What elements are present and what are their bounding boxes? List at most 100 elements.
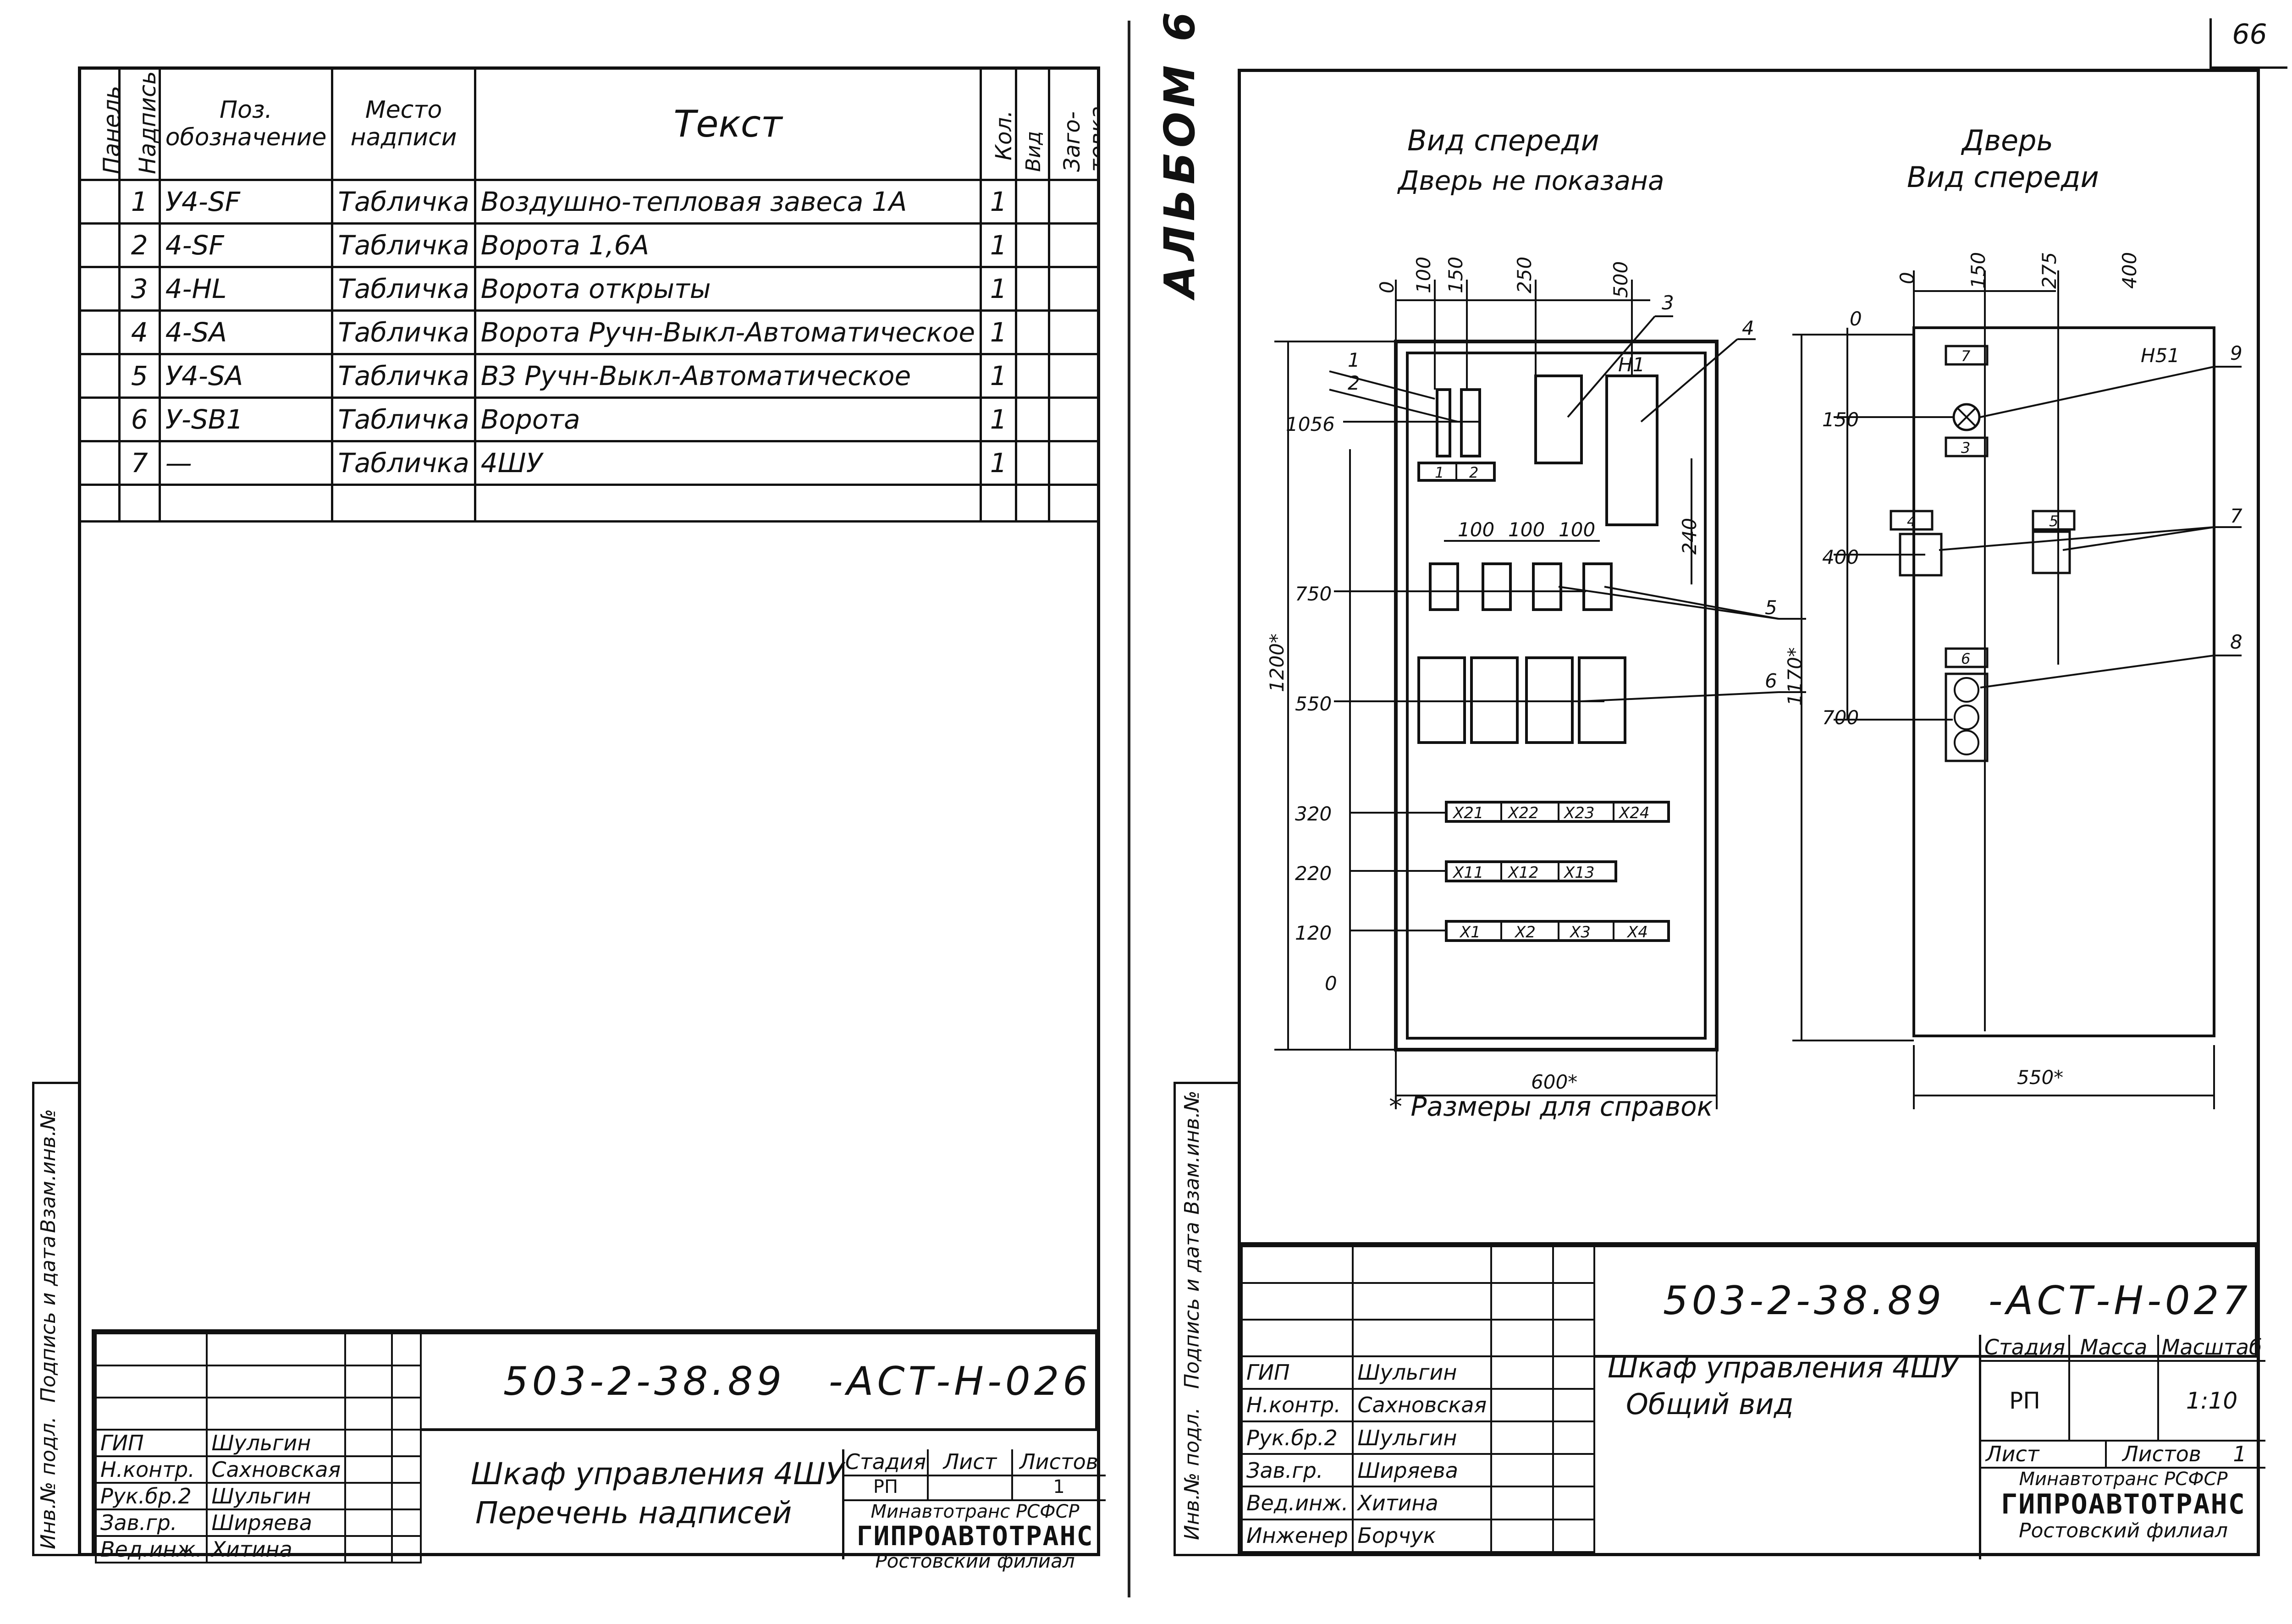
term-x2: Х2 bbox=[1514, 923, 1536, 941]
col-blank: Заго- товка bbox=[1047, 66, 1101, 181]
row-position: 4-SA bbox=[158, 309, 334, 355]
left-doc-code: 503-2-38.89 bbox=[503, 1358, 786, 1404]
dim-220: 220 bbox=[1295, 862, 1332, 885]
signer-role: Н.контр. bbox=[1240, 1387, 1354, 1422]
row-qty: 1 bbox=[980, 222, 1018, 268]
term-x24: Х24 bbox=[1618, 804, 1650, 822]
signer-name: Сахновская bbox=[1352, 1387, 1493, 1422]
relay-c bbox=[1525, 656, 1574, 744]
left-inv-vzam: Взам.инв.№ bbox=[37, 1109, 60, 1233]
signer-role: Зав.гр. bbox=[94, 1508, 208, 1537]
row-place: Табличка bbox=[331, 396, 476, 442]
callout-2: 2 bbox=[1348, 372, 1360, 394]
callout-7: 7 bbox=[2230, 505, 2242, 527]
row-place: Табличка bbox=[331, 440, 476, 486]
row-position: У4-SF bbox=[158, 179, 334, 225]
signer-name: Шульгин bbox=[1352, 1355, 1493, 1390]
lamp-h51 bbox=[1952, 403, 1981, 431]
dim-550: 550* bbox=[2017, 1066, 2063, 1089]
row-number: 1 bbox=[118, 179, 161, 225]
album-label: АЛЬБОМ 6 bbox=[1155, 7, 1204, 298]
term-x11: Х11 bbox=[1452, 864, 1484, 882]
left-inv-podl: Инв.№ подл. bbox=[37, 1416, 60, 1549]
dim-750: 750 bbox=[1295, 583, 1332, 605]
row-text: Ворота 1,6А bbox=[474, 222, 982, 268]
right-doc-code: 503-2-38.89 bbox=[1663, 1278, 1945, 1324]
front-title-1: Вид спереди bbox=[1407, 124, 1599, 157]
row-number: 7 bbox=[118, 440, 161, 486]
signer-role: Инженер bbox=[1240, 1518, 1354, 1553]
row-text: Ворота bbox=[474, 396, 982, 442]
signature-cell bbox=[1490, 1387, 1554, 1422]
row-place: Табличка bbox=[331, 222, 476, 268]
signer-role: Рук.бр.2 bbox=[1240, 1420, 1354, 1455]
dim-240: 240 bbox=[1678, 518, 1701, 555]
breaker-2 bbox=[1460, 388, 1481, 457]
row-number: 3 bbox=[118, 266, 161, 312]
signer-name: Шульгин bbox=[1352, 1420, 1493, 1455]
signer-role: Вед.инж. bbox=[1240, 1486, 1354, 1520]
signature-cell bbox=[1490, 1355, 1554, 1390]
signer-name: Ширяева bbox=[206, 1508, 347, 1537]
door-dim-400: 400 bbox=[2118, 252, 2141, 289]
door-title-1: Дверь bbox=[1962, 124, 2054, 157]
col-pos: Поз. обозначение bbox=[158, 66, 334, 181]
door-tag-6: 6 bbox=[1961, 650, 1970, 667]
door-label-5 bbox=[2032, 510, 2076, 531]
door-left-700: 700 bbox=[1822, 706, 1859, 729]
row-place: Табличка bbox=[331, 266, 476, 312]
right-inv-podl: Инв.№ подл. bbox=[1180, 1407, 1204, 1540]
door-label-7 bbox=[1945, 345, 1989, 366]
signer-name: Хитина bbox=[206, 1535, 347, 1563]
signature-row: Зав.гр.Ширяева bbox=[1240, 1453, 2256, 1488]
signature-row: Вед.инж.Хитина bbox=[1240, 1486, 2256, 1520]
callout-4: 4 bbox=[1742, 317, 1754, 339]
right-sheet-code: -АСТ-Н-027 bbox=[1988, 1278, 2251, 1324]
signature-row: Н.контр.Сахновская bbox=[94, 1455, 1096, 1484]
col-text: Текст bbox=[474, 66, 982, 181]
signature-cell bbox=[344, 1535, 393, 1563]
signature-row: Н.контр.Сахновская bbox=[1240, 1387, 2256, 1422]
signer-name: Шульгин bbox=[206, 1482, 347, 1510]
relay-b bbox=[1470, 656, 1519, 744]
row-position: 4-HL bbox=[158, 266, 334, 312]
right-title-2: Общий вид bbox=[1626, 1387, 1794, 1421]
row-number: 4 bbox=[118, 309, 161, 355]
inscriptions-table: Панель Надпись Поз. обозначение Место на… bbox=[78, 66, 1101, 523]
door-left-0: 0 bbox=[1850, 308, 1862, 330]
term-x21: Х21 bbox=[1452, 804, 1484, 822]
dim-top-250: 250 bbox=[1513, 257, 1536, 293]
dim-1056: 1056 bbox=[1286, 413, 1335, 435]
door-switch-5 bbox=[2032, 530, 2071, 574]
row-text: Ворота Ручн-Выкл-Автоматическое bbox=[474, 309, 982, 355]
dim-mid-100-b: 100 bbox=[1508, 518, 1545, 541]
signer-name: Борчук bbox=[1352, 1518, 1493, 1553]
row-text: Ворота открыты bbox=[474, 266, 982, 312]
col-place: Место надписи bbox=[331, 66, 476, 181]
front-title-2: Дверь не показана bbox=[1398, 165, 1664, 196]
h1-label: Н1 bbox=[1618, 353, 1645, 376]
row-qty: 1 bbox=[980, 309, 1018, 355]
signer-role: Зав.гр. bbox=[1240, 1453, 1354, 1488]
door-left-400: 400 bbox=[1822, 546, 1859, 568]
dim-top-150: 150 bbox=[1444, 257, 1467, 293]
left-stage-box: Стадия Лист Листов РП 1 Минавтотранс РСФ… bbox=[842, 1449, 1106, 1572]
term-x13: Х13 bbox=[1563, 864, 1595, 882]
right-stage-box: Стадия Масса Масштаб РП 1:10 Лист Листов… bbox=[1979, 1335, 2265, 1559]
row-number: 6 bbox=[118, 396, 161, 442]
dim-mid-100-c: 100 bbox=[1559, 518, 1595, 541]
col-panel: Панель bbox=[78, 66, 121, 181]
door-label-3 bbox=[1945, 436, 1989, 457]
h51-label: Н51 bbox=[2141, 344, 2180, 367]
dim-top-500: 500 bbox=[1609, 261, 1632, 298]
door-outline bbox=[1912, 326, 2215, 1037]
right-inv-vzam: Взам.инв.№ bbox=[1180, 1090, 1204, 1215]
